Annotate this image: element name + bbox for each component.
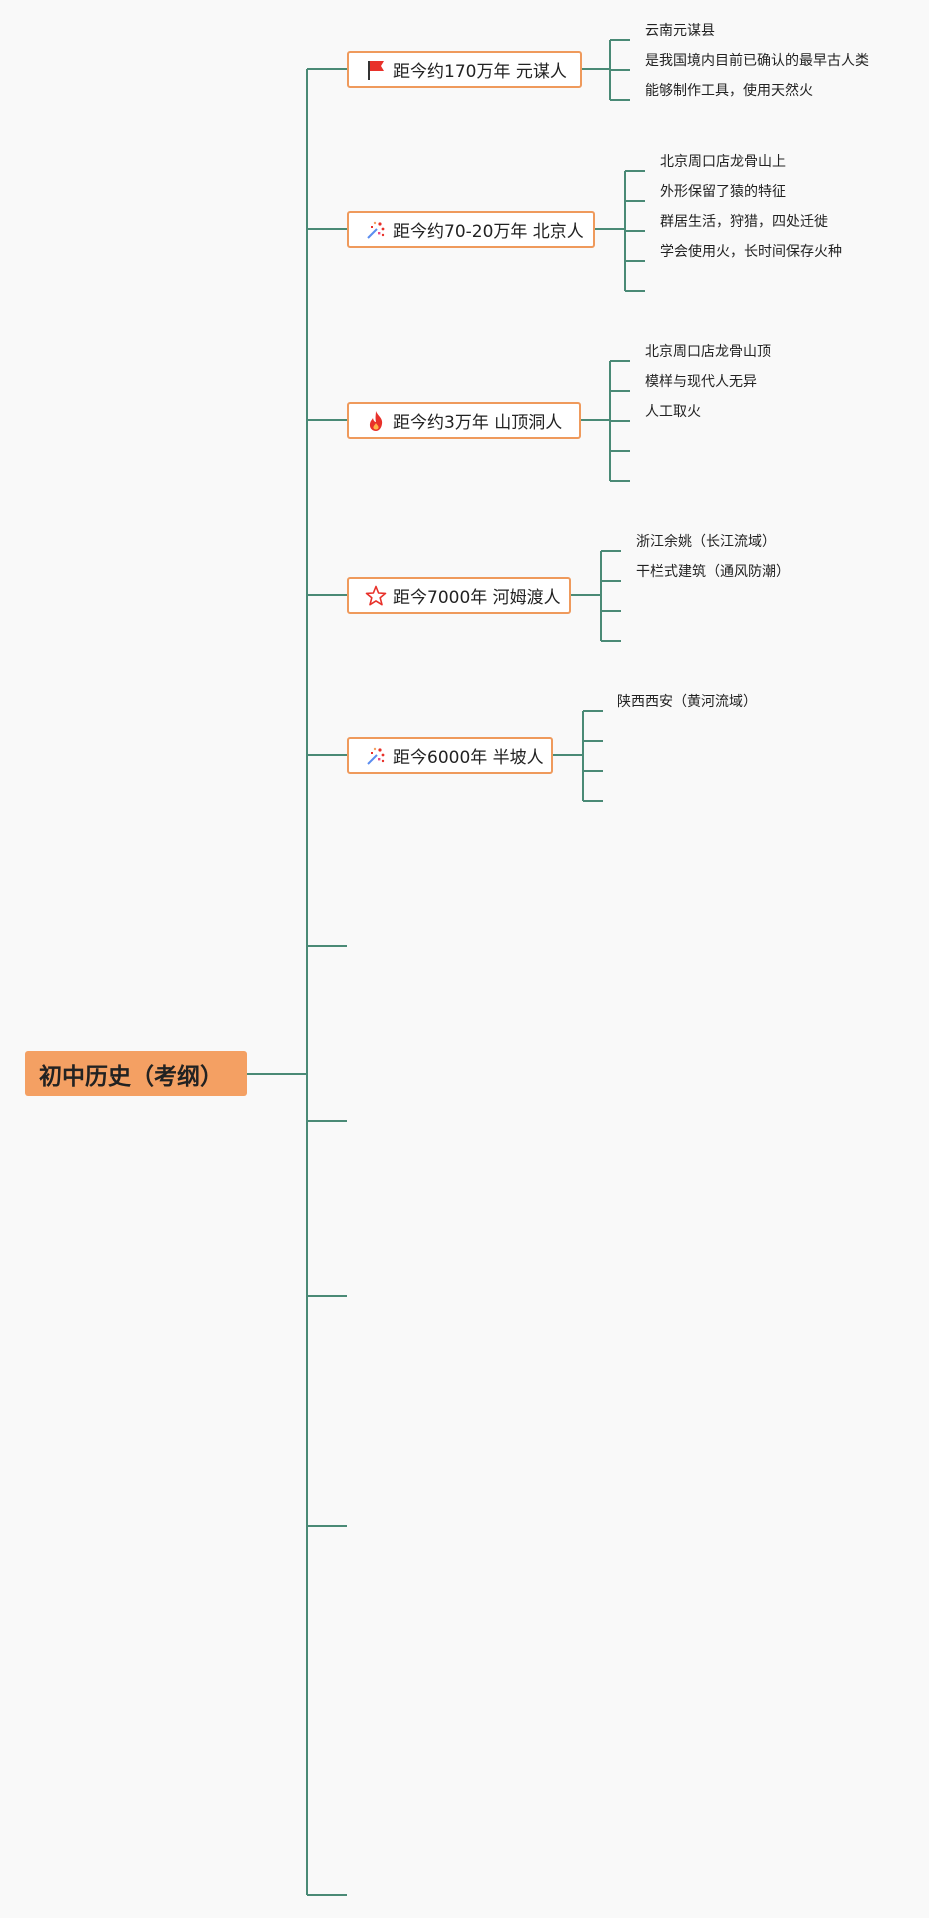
leaf-node[interactable]: 能够制作工具，使用天然火 <box>645 83 813 99</box>
topic-label: 距今6000年 半坡人 <box>393 748 544 768</box>
confetti-icon <box>367 221 385 239</box>
leaf-node[interactable]: 浙江余姚（长江流域） <box>636 534 776 550</box>
confetti-icon <box>367 747 385 765</box>
topic-node[interactable]: 距今6000年 半坡人 <box>347 737 553 774</box>
topic-node[interactable]: 距今约3万年 山顶洞人 <box>347 402 581 439</box>
topic-node[interactable]: 距今7000年 河姆渡人 <box>347 577 571 614</box>
leaf-node[interactable]: 云南元谋县 <box>645 23 715 39</box>
leaf-node[interactable]: 陕西西安（黄河流域） <box>617 694 757 710</box>
topic-label: 距今约70-20万年 北京人 <box>393 222 584 242</box>
topic-label: 距今7000年 河姆渡人 <box>393 588 561 608</box>
root-topic[interactable]: 初中历史（考纲） <box>25 1051 247 1096</box>
topic-node[interactable]: 距今约170万年 元谋人 <box>347 51 582 88</box>
topic-node[interactable]: 距今约70-20万年 北京人 <box>347 211 595 248</box>
leaf-node[interactable]: 学会使用火，长时间保存火种 <box>660 244 842 260</box>
leaf-node[interactable]: 是我国境内目前已确认的最早古人类 <box>645 53 869 69</box>
topic-label: 距今约170万年 元谋人 <box>393 62 567 82</box>
star-icon <box>365 585 387 605</box>
leaf-node[interactable]: 干栏式建筑（通风防潮） <box>636 564 790 580</box>
topic-label: 距今约3万年 山顶洞人 <box>393 413 563 433</box>
leaf-node[interactable]: 外形保留了猿的特征 <box>660 184 786 200</box>
leaf-node[interactable]: 人工取火 <box>645 404 701 420</box>
leaf-node[interactable]: 北京周口店龙骨山顶 <box>645 344 771 360</box>
leaf-node[interactable]: 北京周口店龙骨山上 <box>660 154 786 170</box>
red-flag-icon <box>368 60 384 80</box>
root-topic-label: 初中历史（考纲） <box>39 1063 223 1090</box>
fire-icon <box>369 410 383 431</box>
leaf-node[interactable]: 模样与现代人无异 <box>645 374 757 390</box>
leaf-node[interactable]: 群居生活，狩猎，四处迁徙 <box>660 214 828 230</box>
